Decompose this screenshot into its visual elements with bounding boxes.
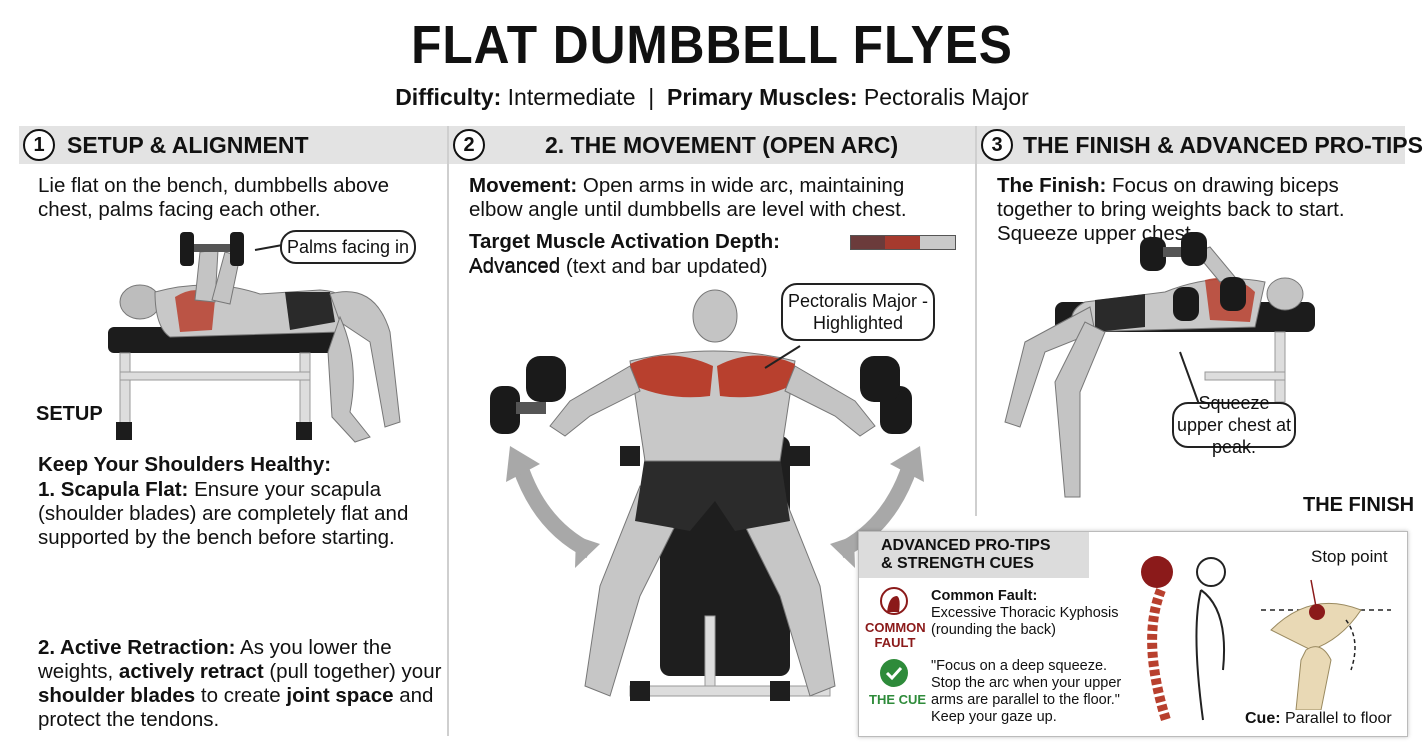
activation-bar bbox=[850, 235, 956, 250]
activation-value: Advanced bbox=[469, 254, 561, 277]
setup-caption: SETUP bbox=[36, 403, 103, 425]
finish-description: Focus on drawing biceps together to brin… bbox=[997, 174, 1345, 245]
movement-label: Movement: bbox=[469, 174, 578, 197]
finish-caption: THE FINISH bbox=[1303, 494, 1415, 516]
protips-title-line: ADVANCED PRO-TIPS bbox=[881, 537, 1051, 554]
tip-text: As you lower the weights, bbox=[38, 636, 392, 683]
tip-text: (pull together) your bbox=[269, 660, 442, 683]
fault-badge: COMMON FAULT bbox=[865, 620, 926, 650]
column-divider bbox=[447, 126, 449, 736]
movement-callout: Pectoralis Major - Highlighted bbox=[781, 283, 935, 341]
tip-label: 2. Active Retraction: bbox=[38, 636, 236, 659]
cue-caption: Cue: Parallel to floor bbox=[1245, 710, 1392, 727]
difficulty-label: Difficulty: bbox=[395, 84, 502, 110]
section-label: 2. THE MOVEMENT (OPEN ARC) bbox=[545, 131, 899, 158]
activation-line: Target Muscle Activation Depth: Advanced bbox=[469, 230, 849, 278]
activation-bar-segment bbox=[851, 236, 886, 249]
section-number: 1 bbox=[23, 129, 55, 161]
fault-icon bbox=[880, 587, 908, 615]
activation-note: Advanced (text and bar updated) bbox=[469, 255, 768, 278]
shoulder-illustration bbox=[1261, 579, 1391, 710]
protips-title-line: & STRENGTH CUES bbox=[881, 555, 1034, 572]
activation-bar-segment bbox=[885, 236, 920, 249]
tip-active-retraction: 2. Active Retraction: As you lower the w… bbox=[38, 636, 448, 732]
checkmark-icon bbox=[880, 659, 908, 687]
tip-text: and protect the tendons. bbox=[38, 684, 434, 731]
cue-caption-label: Cue: bbox=[1245, 710, 1281, 727]
setup-illustration bbox=[108, 232, 401, 443]
healthy-heading: Keep Your Shoulders Healthy: bbox=[38, 453, 332, 476]
stop-point-label: Stop point bbox=[1311, 547, 1388, 566]
activation-label: Target Muscle Activation Depth: bbox=[469, 230, 780, 253]
page-title: FLAT DUMBBELL FLYES bbox=[411, 15, 1013, 75]
column-divider bbox=[975, 126, 977, 516]
cue-caption-value: Parallel to floor bbox=[1285, 710, 1392, 727]
muscles-label: Primary Muscles: bbox=[667, 84, 858, 110]
movement-description: Open arms in wide arc, maintaining elbow… bbox=[469, 174, 907, 221]
section-header-movement: 2 2. THE MOVEMENT (OPEN ARC) bbox=[449, 126, 975, 164]
section-number: 2 bbox=[453, 129, 485, 161]
movement-illustration bbox=[490, 289, 924, 701]
fault-badge-line: FAULT bbox=[874, 635, 916, 650]
section-label: SETUP & ALIGNMENT bbox=[67, 131, 309, 158]
protips-panel: ADVANCED PRO-TIPS & STRENGTH CUES COMMON… bbox=[858, 531, 1408, 737]
activation-bar-segment bbox=[919, 236, 956, 249]
muscles-value: Pectoralis Major bbox=[863, 84, 1029, 110]
fault-text-block: Common Fault: Excessive Thoracic Kyphosi… bbox=[931, 588, 1131, 639]
tip-label: 1. Scapula Flat: bbox=[38, 478, 189, 501]
section-label: THE FINISH & ADVANCED PRO-TIPS bbox=[1023, 131, 1423, 158]
fault-text: Excessive Thoracic Kyphosis (rounding th… bbox=[931, 605, 1119, 638]
section-header-finish: 3 THE FINISH & ADVANCED PRO-TIPS bbox=[977, 126, 1423, 164]
page-subtitle: Difficulty: Intermediate | Primary Muscl… bbox=[0, 84, 1424, 111]
tip-text: to create bbox=[200, 684, 281, 707]
fault-badge-line: COMMON bbox=[865, 620, 926, 635]
fault-label: Common Fault: bbox=[931, 588, 1038, 604]
tip-scapula-flat: 1. Scapula Flat: Ensure your scapula (sh… bbox=[38, 478, 448, 550]
subtitle-separator: | bbox=[648, 84, 655, 110]
tip-emphasis: joint space bbox=[286, 684, 394, 707]
cue-badge: THE CUE bbox=[869, 692, 927, 707]
setup-intro: Lie flat on the bench, dumbbells above c… bbox=[38, 174, 390, 221]
spine-illustration bbox=[1141, 556, 1226, 722]
finish-label: The Finish: bbox=[997, 174, 1107, 197]
tip-emphasis: actively retract bbox=[118, 660, 264, 683]
tip-text: Ensure your scapula (shoulder blades) ar… bbox=[38, 478, 409, 549]
protips-title: ADVANCED PRO-TIPS & STRENGTH CUES bbox=[859, 532, 1089, 578]
cue-text: "Focus on a deep squeeze. Stop the arc w… bbox=[931, 658, 1122, 725]
finish-callout: Squeeze upper chest at peak. bbox=[1172, 393, 1296, 457]
tip-emphasis: shoulder blades bbox=[38, 684, 196, 707]
difficulty-value: Intermediate bbox=[507, 84, 636, 110]
section-number: 3 bbox=[981, 129, 1013, 161]
setup-callout: Palms facing in bbox=[280, 230, 416, 264]
finish-text: The Finish: Focus on drawing biceps toge… bbox=[997, 174, 1397, 246]
finish-illustration bbox=[1004, 232, 1315, 498]
section-header-setup: 1 SETUP & ALIGNMENT bbox=[19, 126, 447, 164]
movement-text: Movement: Open arms in wide arc, maintai… bbox=[469, 174, 949, 222]
